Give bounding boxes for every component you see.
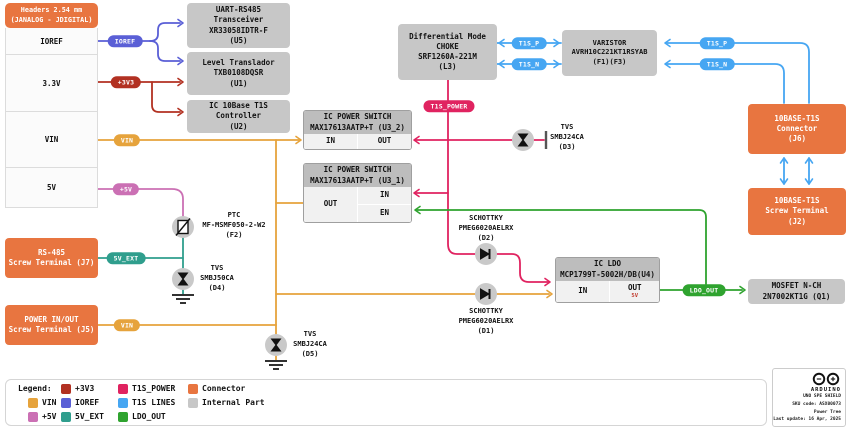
net-pill-t1s-p-left: T1S_P <box>511 37 547 49</box>
legend-item-5v: +5V <box>28 411 56 422</box>
tvs-diode-d3-symbol <box>512 129 548 151</box>
legend-title: Legend: <box>18 384 52 393</box>
schottky-diode-d1-symbol <box>475 283 497 305</box>
footer-doc-type: Power Tree <box>813 409 841 415</box>
u3-1-port-out: OUT <box>304 187 357 222</box>
legend-swatch-connector <box>188 383 198 394</box>
tvs-diode-d4-symbol <box>172 268 194 304</box>
legend-item-internal-part: Internal Part <box>188 397 265 408</box>
u3-2-port-in: IN <box>304 134 357 149</box>
header-pin-3v3: 3.3V <box>5 55 98 112</box>
legend-swatch-ldo-out <box>118 411 128 422</box>
legend-swatch-t1s-power <box>118 383 128 394</box>
ptc-fuse-f2-symbol <box>172 216 194 238</box>
u4-port-out: OUT 5V <box>610 281 659 302</box>
t1s-power-net <box>413 79 551 287</box>
u3-1-title: IC POWER SWITCH MAX17613AATP+T (U3_1) <box>304 164 411 187</box>
block-ldo-u4: IC LDO MCP1799T-5002H/DB(U4) IN OUT 5V <box>555 257 660 303</box>
header-pin-ioref: IOREF <box>5 28 98 55</box>
arduino-headers-table: Headers 2.54 mm (JANALOG - JDIGITAL) IOR… <box>5 3 98 208</box>
5v-net <box>97 188 184 217</box>
block-mosfet-q1: MOSFET N-CH 2N7002KT1G (Q1) <box>748 279 845 304</box>
legend-item-t1s-lines: T1S LINES <box>118 397 175 408</box>
block-t1s-controller-u2: IC 10Base T1S Controller (U2) <box>187 100 290 133</box>
t1s-lines-net <box>496 38 814 185</box>
legend-item-3v3: +3V3 <box>61 383 94 394</box>
net-pill-ioref: IOREF <box>107 35 143 47</box>
header-pin-vin: VIN <box>5 112 98 168</box>
block-power-switch-u3-1: IC POWER SWITCH MAX17613AATP+T (U3_1) OU… <box>303 163 412 223</box>
legend-swatch-internal-part <box>188 397 198 408</box>
net-pill-5v: +5V <box>112 183 140 195</box>
net-pill-5v-ext: 5V_EXT <box>106 252 146 264</box>
net-pill-t1s-p-right: T1S_P <box>699 37 735 49</box>
label-tvs-d4: TVS SMBJ50CA (D4) <box>200 264 234 292</box>
block-level-translator-u1: Level Translador TXB0108DQSR (U1) <box>187 52 290 95</box>
u3-1-port-en: EN <box>358 205 411 222</box>
legend-item-vin: VIN <box>28 397 56 408</box>
5v-ext-net <box>97 237 184 296</box>
net-pill-t1s-power: T1S_POWER <box>423 100 475 112</box>
legend-swatch-5v <box>28 411 38 422</box>
block-power-inout-terminal-j5: POWER IN/OUT Screw Terminal (J5) <box>5 305 98 345</box>
block-choke-l3: Differential Mode CHOKE SRF1260A-221M (L… <box>398 24 497 80</box>
headers-title-line2: (JANALOG - JDIGITAL) <box>10 15 93 24</box>
net-pill-3v3: +3V3 <box>110 76 142 88</box>
footer-last-update: Last update: 16 Apr, 2025 <box>773 417 841 423</box>
legend-item-ldo-out: LDO_OUT <box>118 411 166 422</box>
title-block: ARDUINO UNO SPE SHIELD SKU code: ASX0007… <box>772 368 846 427</box>
u3-2-port-out: OUT <box>358 134 411 149</box>
legend: Legend: +3V3 T1S_POWER Connector VIN IOR… <box>5 379 767 426</box>
brand-name: ARDUINO <box>810 387 841 393</box>
arduino-logo-icon <box>812 372 840 386</box>
block-t1s-connector-j6: 10BASE-T1S Connector (J6) <box>748 104 846 154</box>
legend-swatch-t1s-lines <box>118 397 128 408</box>
label-ptc-f2: PTC MF-MSMF050-2-W2 (F2) <box>202 211 266 239</box>
block-rs485-screw-terminal-j7: RS-485 Screw Terminal (J7) <box>5 238 98 278</box>
u3-2-title: IC POWER SWITCH MAX17613AATP+T (U3_2) <box>304 111 411 134</box>
legend-item-ioref: IOREF <box>61 397 99 408</box>
headers-table-title: Headers 2.54 mm (JANALOG - JDIGITAL) <box>5 3 98 28</box>
u4-port-in: IN <box>556 281 610 302</box>
block-power-switch-u3-2: IC POWER SWITCH MAX17613AATP+T (U3_2) IN… <box>303 110 412 150</box>
u4-out-voltage: 5V <box>631 292 639 299</box>
legend-swatch-ioref <box>61 397 71 408</box>
net-pill-t1s-n-right: T1S_N <box>699 58 735 70</box>
footer-project: UNO SPE SHIELD <box>803 394 841 399</box>
legend-swatch-vin <box>28 397 38 408</box>
header-pin-5v: 5V <box>5 168 98 208</box>
label-tvs-d5: TVS SMBJ24CA (D5) <box>293 330 327 358</box>
block-t1s-screw-terminal-j2: 10BASE-T1S Screw Terminal (J2) <box>748 188 846 235</box>
label-schottky-d2: SCHOTTKY PMEG6020AELRX (D2) <box>458 214 514 242</box>
legend-item-t1s-power: T1S_POWER <box>118 383 175 394</box>
label-schottky-d1: SCHOTTKY PMEG6020AELRX (D1) <box>458 307 514 335</box>
label-tvs-d3: TVS SMBJ24CA (D3) <box>550 123 584 151</box>
u3-1-port-in: IN <box>358 187 411 204</box>
headers-title-line1: Headers 2.54 mm <box>20 6 83 15</box>
schottky-diode-d2-symbol <box>475 243 497 265</box>
footer-sku: SKU code: ASX00073 <box>792 401 841 407</box>
u4-title: IC LDO MCP1799T-5002H/DB(U4) <box>556 258 659 281</box>
legend-swatch-3v3 <box>61 383 71 394</box>
legend-swatch-5v-ext <box>61 411 71 422</box>
block-varistor-f1-f3: VARISTOR AVRH10C221KT1RSYAB (F1)(F3) <box>562 30 657 76</box>
net-pill-vin-j5: VIN <box>113 319 141 331</box>
tvs-diode-d5-symbol <box>265 334 287 370</box>
net-pill-ldo-out: LDO_OUT <box>682 284 726 296</box>
net-pill-vin: VIN <box>113 134 141 146</box>
legend-item-5v-ext: 5V_EXT <box>61 411 104 422</box>
net-pill-t1s-n-left: T1S_N <box>511 58 547 70</box>
block-uart-rs485-u5: UART-RS485 Transceiver XR33058IDTR-F (U5… <box>187 3 290 48</box>
legend-item-connector: Connector <box>188 383 245 394</box>
